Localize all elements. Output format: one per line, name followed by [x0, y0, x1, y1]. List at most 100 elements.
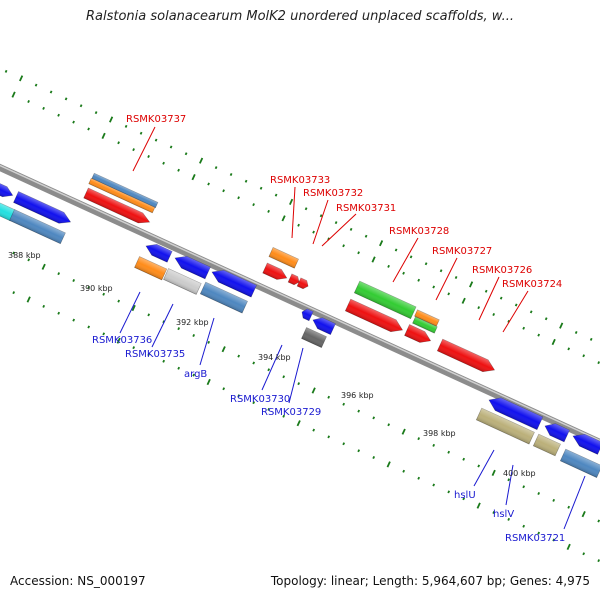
tick-mark	[477, 464, 481, 468]
gene-rsmk03727-orange	[414, 309, 440, 327]
gene-rsmk03726	[344, 298, 404, 333]
tick-mark	[484, 289, 488, 293]
tick-mark	[537, 491, 541, 496]
tick-mark	[101, 132, 106, 140]
tick-mark	[372, 455, 376, 460]
gene-left-steel	[9, 209, 66, 245]
tick-mark	[131, 304, 136, 312]
tick-mark	[87, 325, 91, 329]
gene-label-rsmk03728[interactable]: RSMK03728	[389, 226, 449, 237]
gene-label-hslv[interactable]: hslV	[493, 509, 514, 520]
tick-mark	[252, 401, 256, 405]
callout-argb	[199, 317, 215, 366]
gene-label-rsmk03726[interactable]: RSMK03726	[472, 265, 532, 276]
tick-mark	[124, 124, 128, 128]
tick-mark	[79, 104, 83, 108]
tick-mark	[476, 502, 481, 509]
tick-mark	[169, 145, 173, 149]
tick-mark	[342, 442, 346, 446]
tick-mark	[319, 214, 323, 218]
gene-label-hslu[interactable]: hslU	[454, 490, 476, 501]
tick-mark	[296, 420, 301, 427]
tick-mark	[379, 240, 384, 247]
tick-mark	[582, 552, 586, 556]
tick-mark	[447, 450, 451, 454]
tick-mark	[199, 157, 204, 164]
gene-label-rsmk03735[interactable]: RSMK03735	[125, 349, 185, 360]
tick-mark	[349, 227, 353, 231]
tick-mark	[432, 443, 436, 447]
gene-label-rsmk03732[interactable]: RSMK03732	[303, 188, 363, 199]
tick-mark	[154, 138, 158, 142]
gene-label-rsmk03727[interactable]: RSMK03727	[432, 246, 492, 257]
tick-mark	[139, 131, 143, 135]
callout-rsmk03721	[563, 475, 586, 530]
tick-mark	[267, 209, 270, 213]
gene-label-rsmk03736[interactable]: RSMK03736	[92, 335, 152, 346]
accession-label: Accession: NS_000197	[10, 574, 146, 588]
gene-rsmk03730-a	[301, 308, 314, 322]
label-callouts	[119, 126, 586, 530]
gene-rsmk03721-blue	[572, 433, 600, 455]
tick-mark	[27, 99, 30, 104]
tick-mark	[72, 318, 76, 322]
callout-rsmk03730	[261, 344, 283, 391]
tick-mark	[237, 196, 240, 200]
gene-left-blue	[0, 179, 14, 198]
tick-mark	[387, 264, 390, 268]
callout-rsmk03731	[321, 213, 357, 247]
callout-rsmk03727	[435, 257, 458, 301]
tick-mark	[4, 69, 8, 73]
gene-label-rsmk03733[interactable]: RSMK03733	[270, 175, 330, 186]
gene-rsmk03726-b	[404, 324, 432, 343]
tick-mark	[259, 186, 263, 190]
callout-rsmk03737	[132, 126, 156, 172]
tick-mark	[289, 198, 294, 206]
gene-label-rsmk03730[interactable]: RSMK03730	[230, 394, 290, 405]
gene-label-rsmk03729[interactable]: RSMK03729	[261, 407, 321, 418]
tick-mark	[207, 340, 211, 344]
tick-mark	[537, 333, 541, 337]
tick-mark	[117, 141, 120, 145]
gene-rsmk03737	[83, 187, 151, 224]
tick-mark	[567, 505, 571, 509]
tick-mark	[192, 333, 196, 338]
tick-mark	[12, 291, 16, 295]
tick-mark	[529, 310, 533, 314]
gene-rsmk03730	[312, 317, 336, 336]
tick-mark	[26, 296, 31, 303]
gene-label-rsmk03721[interactable]: RSMK03721	[505, 533, 565, 544]
gene-hslv-blue	[544, 423, 570, 443]
tick-mark	[281, 215, 286, 222]
scale-label-390: 390 kbp	[80, 284, 113, 293]
tick-mark	[147, 352, 151, 357]
tick-mark	[522, 485, 526, 489]
tick-mark	[222, 189, 225, 193]
gene-label-rsmk03737[interactable]: RSMK03737	[126, 114, 186, 125]
gene-rsmk03728	[353, 280, 417, 320]
tick-mark	[447, 490, 451, 494]
tick-mark	[72, 278, 76, 283]
tick-mark	[477, 306, 481, 310]
tick-mark	[462, 497, 466, 501]
tick-mark	[522, 326, 526, 330]
gene-rsmk03735	[163, 268, 202, 295]
gene-rsmk03733	[268, 247, 299, 269]
tick-mark	[492, 510, 496, 515]
tick-mark	[357, 449, 361, 453]
tick-mark	[312, 230, 315, 234]
tick-mark	[566, 543, 571, 551]
tick-mark	[237, 394, 241, 398]
tick-mark	[357, 409, 361, 413]
tick-mark	[274, 193, 278, 197]
tick-mark	[432, 285, 436, 289]
tick-mark	[206, 378, 211, 386]
gene-label-rsmk03731[interactable]: RSMK03731	[336, 203, 396, 214]
tick-mark	[574, 330, 578, 335]
tick-mark	[507, 478, 511, 482]
gene-label-rsmk03724[interactable]: RSMK03724	[502, 279, 562, 290]
gene-label-argb[interactable]: argB	[184, 369, 207, 380]
genome-summary: Topology: linear; Length: 5,964,607 bp; …	[270, 574, 590, 588]
